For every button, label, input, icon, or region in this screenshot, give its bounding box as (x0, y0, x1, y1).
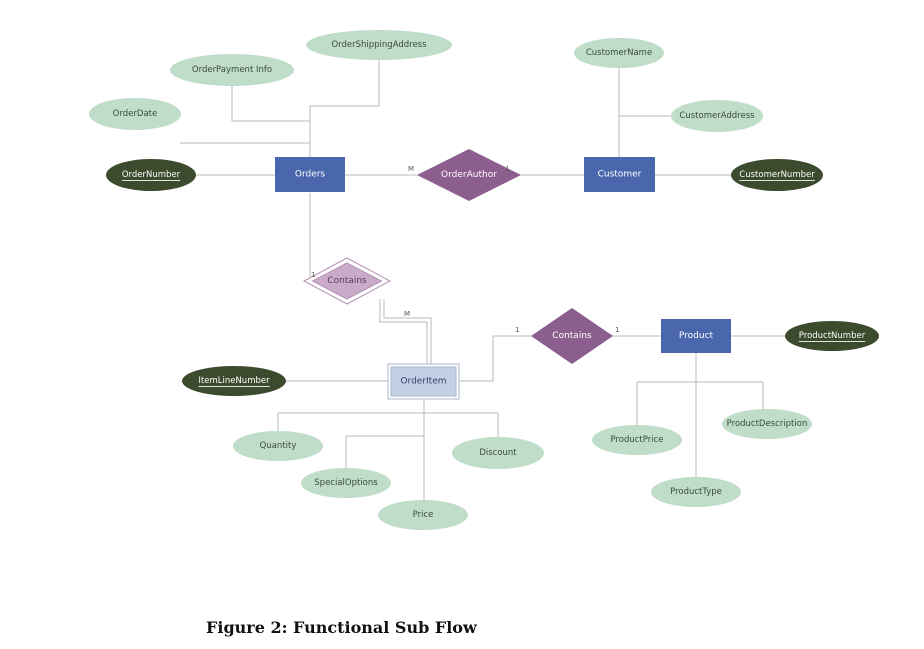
cardinality-contains-item: M (404, 310, 410, 318)
relationship-orderauthor-label: OrderAuthor (441, 170, 497, 180)
attribute-price-shape (378, 500, 468, 530)
key-attribute-customernumber[interactable]: CustomerNumber (731, 159, 823, 191)
attribute-ordershippingaddress-shape (306, 30, 452, 60)
line-contains-orderitem-1 (379, 299, 428, 365)
attribute-orderpaymentinfo-shape (170, 54, 294, 86)
relationship-contains-orders-item-label: Contains (327, 276, 367, 286)
entity-orders[interactable]: Orders (275, 157, 345, 192)
attribute-productprice[interactable]: ProductPrice (592, 425, 682, 455)
relationship-orderauthor-shape (417, 149, 521, 201)
key-attribute-itemlinenumber[interactable]: ItemLineNumber (182, 366, 286, 396)
relationship-contains-item-product[interactable]: Contains (531, 308, 613, 364)
attribute-customername-shape (574, 38, 664, 68)
attribute-customername[interactable]: CustomerName (574, 38, 664, 68)
entity-orders-label: Orders (295, 170, 326, 180)
entity-product[interactable]: Product (661, 319, 731, 353)
relationship-contains-item-product-label: Contains (552, 331, 592, 341)
attribute-producttype[interactable]: ProductType (651, 477, 741, 507)
key-attribute-customernumber-label: CustomerNumber (739, 170, 815, 180)
attribute-customeraddress-shape (671, 100, 763, 132)
relationship-contains-orders-item-inner-shape (311, 262, 383, 300)
attribute-customeraddress[interactable]: CustomerAddress (671, 100, 763, 132)
attribute-customeraddress-label: CustomerAddress (679, 111, 755, 121)
attribute-discount-label: Discount (479, 448, 517, 458)
line-contains-orderitem-2 (383, 299, 432, 365)
entity-orderitem[interactable]: OrderItem (387, 363, 460, 400)
connector-lines (180, 58, 790, 502)
attribute-quantity-label: Quantity (260, 441, 297, 451)
attribute-productdescription-shape (722, 409, 812, 439)
cardinality-item-contains: 1 (515, 326, 519, 334)
entity-orderitem-box (390, 366, 457, 397)
attribute-quantity[interactable]: Quantity (233, 431, 323, 461)
attribute-ordershippingaddress[interactable]: OrderShippingAddress (306, 30, 452, 60)
entity-orderitem-label: OrderItem (400, 377, 446, 387)
figure-caption: Figure 2: Functional Sub Flow (206, 618, 477, 637)
attribute-orderdate-label: OrderDate (113, 109, 157, 119)
line-orders-orderdate (180, 142, 311, 157)
key-attribute-ordernumber-shape (106, 159, 196, 191)
attribute-discount[interactable]: Discount (452, 437, 544, 469)
entity-product-box (661, 319, 731, 353)
attribute-productdescription[interactable]: ProductDescription (722, 409, 812, 439)
attribute-price[interactable]: Price (378, 500, 468, 530)
attribute-specialoptions-label: SpecialOptions (314, 478, 378, 488)
attribute-discount-shape (452, 437, 544, 469)
line-orders-shipping (309, 58, 380, 157)
key-attribute-productnumber[interactable]: ProductNumber (785, 321, 879, 351)
key-attribute-customernumber-shape (731, 159, 823, 191)
entity-product-label: Product (679, 331, 714, 341)
attribute-orderdate-shape (89, 98, 181, 130)
cardinality-orders-author: M (408, 165, 414, 173)
attribute-orderpaymentinfo-label: OrderPayment Info (192, 65, 272, 75)
attribute-producttype-label: ProductType (670, 487, 722, 497)
attribute-producttype-shape (651, 477, 741, 507)
attribute-productdescription-label: ProductDescription (727, 419, 808, 429)
attribute-productprice-shape (592, 425, 682, 455)
key-attribute-ordernumber-label: OrderNumber (122, 170, 181, 180)
attribute-orderpaymentinfo[interactable]: OrderPayment Info (170, 54, 294, 86)
key-attribute-productnumber-label: ProductNumber (799, 331, 866, 341)
relationship-contains-orders-item[interactable]: Contains (302, 257, 392, 305)
entity-customer-label: Customer (598, 170, 642, 180)
cardinality-contains-product: 1 (615, 326, 619, 334)
key-attribute-productnumber-shape (785, 321, 879, 351)
cardinality-orders-contains: 1 (311, 271, 315, 279)
entity-customer-box (584, 157, 655, 192)
entity-customer[interactable]: Customer (584, 157, 655, 192)
key-attribute-itemlinenumber-label: ItemLineNumber (198, 376, 270, 386)
relationship-contains-item-product-shape (531, 308, 613, 364)
attribute-specialoptions[interactable]: SpecialOptions (301, 468, 391, 498)
attribute-customername-label: CustomerName (586, 48, 652, 58)
line-item-contains (458, 335, 532, 382)
attribute-quantity-shape (233, 431, 323, 461)
cardinality-author-customer: 1 (505, 165, 509, 173)
line-orders-paymentinfo (231, 82, 310, 122)
entity-orders-box (275, 157, 345, 192)
attribute-specialoptions-shape (301, 468, 391, 498)
attribute-productprice-label: ProductPrice (610, 435, 663, 445)
key-attribute-itemlinenumber-shape (182, 366, 286, 396)
key-attribute-ordernumber[interactable]: OrderNumber (106, 159, 196, 191)
attribute-price-label: Price (413, 510, 434, 520)
attribute-ordershippingaddress-label: OrderShippingAddress (331, 40, 427, 50)
relationship-orderauthor[interactable]: OrderAuthor (417, 149, 521, 201)
attribute-orderdate[interactable]: OrderDate (89, 98, 181, 130)
